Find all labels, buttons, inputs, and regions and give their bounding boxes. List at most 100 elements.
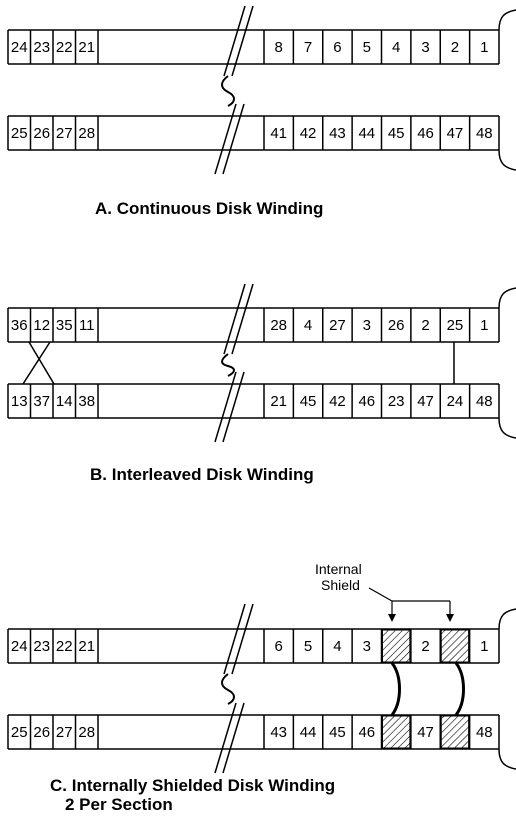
disk-number: 21 xyxy=(270,393,287,410)
disk-number: 4 xyxy=(333,638,341,655)
disk-number: 27 xyxy=(329,317,346,334)
disk-number: 44 xyxy=(358,125,375,142)
disk-number: 3 xyxy=(363,638,371,655)
disk-number: 46 xyxy=(358,393,375,410)
disk-number: 1 xyxy=(480,39,488,56)
disk-number: 47 xyxy=(447,125,464,142)
disk-number: 3 xyxy=(421,39,429,56)
disk-number: 7 xyxy=(304,39,312,56)
coil-end-curve xyxy=(498,417,516,439)
coil-end-curve xyxy=(498,608,516,630)
shield-pointer xyxy=(368,587,454,622)
shield-label-line2: Shield xyxy=(321,577,360,593)
coil-end-curve xyxy=(498,9,516,31)
disk-number: 4 xyxy=(304,317,312,334)
disk-number: 28 xyxy=(270,317,287,334)
disk-number: 48 xyxy=(476,125,493,142)
caption-b: B. Interleaved Disk Winding xyxy=(90,465,314,484)
disk-number: 47 xyxy=(417,724,434,741)
disk-number: 8 xyxy=(275,39,283,56)
internal-shield-disk xyxy=(382,715,411,749)
disk-number: 22 xyxy=(56,39,73,56)
disk-number: 2 xyxy=(451,39,459,56)
caption-c-line1: C. Internally Shielded Disk Winding xyxy=(50,776,335,795)
disk-number: 14 xyxy=(56,393,73,410)
bottom-left-disks: 25 26 27 28 xyxy=(11,715,99,749)
disk-number: 26 xyxy=(388,317,405,334)
coil-end-curve xyxy=(498,149,516,171)
disk-number: 1 xyxy=(480,317,488,334)
disk-number: 41 xyxy=(270,125,287,142)
disk-number: 5 xyxy=(363,39,371,56)
bottom-right-disks: 41 42 43 44 45 46 47 48 xyxy=(263,116,493,150)
disk-number: 43 xyxy=(270,724,287,741)
disk-number: 23 xyxy=(33,39,50,56)
disk-number: 12 xyxy=(33,317,50,334)
disk-number: 44 xyxy=(300,724,317,741)
disk-number: 2 xyxy=(421,317,429,334)
top-right-disks: 6 5 4 3 2 1 xyxy=(263,629,488,663)
disk-number: 45 xyxy=(388,125,405,142)
disk-number: 46 xyxy=(417,125,434,142)
disk-number: 45 xyxy=(329,724,346,741)
caption-a: A. Continuous Disk Winding xyxy=(95,199,323,218)
break-symbol xyxy=(214,283,254,443)
disk-number: 24 xyxy=(11,638,28,655)
disk-number: 36 xyxy=(11,317,28,334)
disk-number: 45 xyxy=(300,393,317,410)
disk-number: 46 xyxy=(358,724,375,741)
disk-number: 26 xyxy=(33,125,50,142)
disk-number: 4 xyxy=(392,39,400,56)
disk-number: 21 xyxy=(78,39,95,56)
disk-number: 6 xyxy=(275,638,283,655)
disk-number: 42 xyxy=(300,125,317,142)
break-symbol xyxy=(214,603,254,774)
top-right-disks: 8 7 6 5 4 3 2 1 xyxy=(263,30,488,64)
internal-shield-disk xyxy=(440,715,470,749)
disk-number: 28 xyxy=(78,125,95,142)
shield-label-line1: Internal xyxy=(315,561,362,577)
disk-number: 42 xyxy=(329,393,346,410)
disk-number: 23 xyxy=(388,393,405,410)
disk-number: 48 xyxy=(476,393,493,410)
bottom-left-disks: 25 26 27 28 xyxy=(11,116,99,150)
disk-number: 38 xyxy=(78,393,95,410)
disk-number: 24 xyxy=(447,393,464,410)
shield-connection-arc xyxy=(390,662,401,716)
disk-number: 26 xyxy=(33,724,50,741)
caption-c-line2: 2 Per Section xyxy=(65,795,173,814)
disk-number: 3 xyxy=(363,317,371,334)
disk-number: 1 xyxy=(480,638,488,655)
internal-shield-disk xyxy=(440,629,470,663)
top-left-disks: 24 23 22 21 xyxy=(11,30,99,64)
disk-number: 37 xyxy=(33,393,50,410)
disk-number: 13 xyxy=(11,393,28,410)
disk-number: 43 xyxy=(329,125,346,142)
shield-connection-arc xyxy=(454,662,465,716)
disk-number: 25 xyxy=(11,724,28,741)
crossover-connection xyxy=(22,341,55,385)
disk-number: 24 xyxy=(11,39,28,56)
break-symbol xyxy=(214,5,254,175)
disk-number: 27 xyxy=(56,724,73,741)
internal-shield-disk xyxy=(382,629,411,663)
disk-number: 28 xyxy=(78,724,95,741)
disk-number: 22 xyxy=(56,638,73,655)
disk-number: 6 xyxy=(333,39,341,56)
disk-number: 23 xyxy=(33,638,50,655)
disk-number: 27 xyxy=(56,125,73,142)
coil-end-curve xyxy=(498,287,516,309)
disk-number: 35 xyxy=(56,317,73,334)
disk-number: 25 xyxy=(11,125,28,142)
disk-number: 5 xyxy=(304,638,312,655)
disk-number: 2 xyxy=(421,638,429,655)
